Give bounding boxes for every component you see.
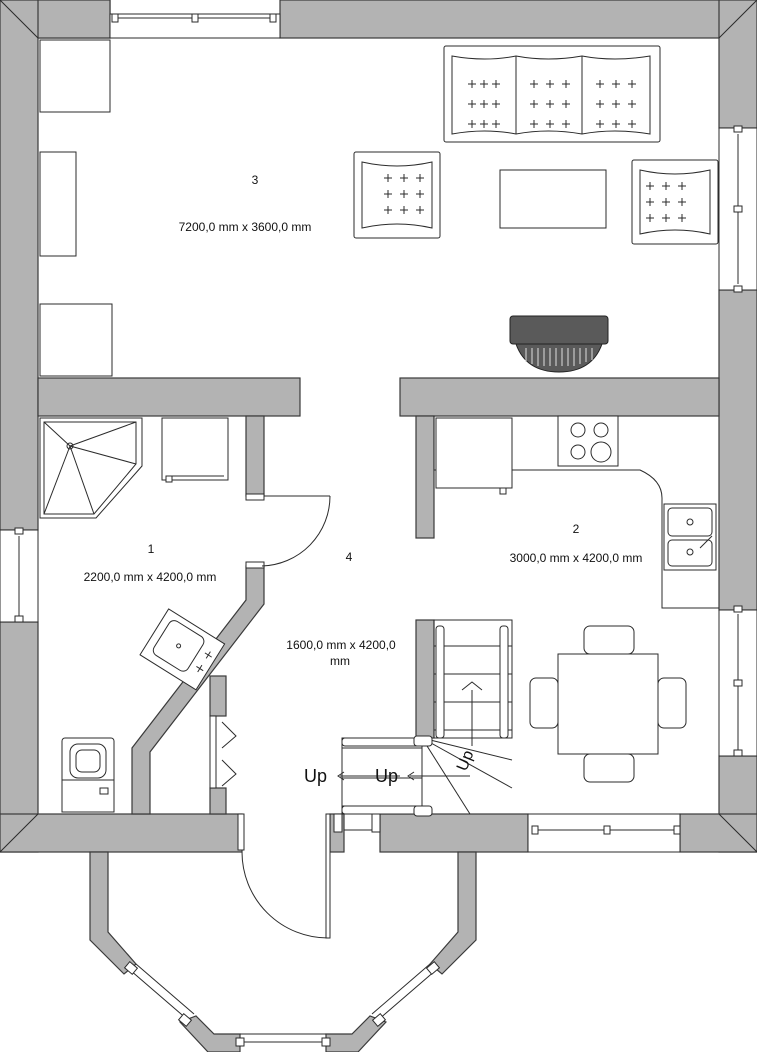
- chair-top: [583, 625, 635, 655]
- wall-mid-right: [399, 377, 720, 417]
- stair-handrail-left: [435, 625, 445, 739]
- armchair-left: [353, 151, 441, 239]
- toilet: [61, 737, 115, 813]
- cabinet-top-left: [39, 39, 111, 113]
- bench-left: [39, 151, 77, 257]
- coffee-table: [499, 169, 607, 229]
- bay-porch: [89, 851, 477, 1052]
- bath-sink: [139, 608, 226, 691]
- bath-door-swing: [261, 495, 331, 567]
- wall-bottom-left: [0, 813, 243, 853]
- wall-stair-left: [415, 619, 435, 739]
- wall-right-middle: [718, 289, 757, 611]
- bay-wall-right: [429, 851, 477, 975]
- stair-up-label-3: Up: [454, 748, 477, 773]
- cooktop: [557, 415, 619, 467]
- room-3-number: 3: [252, 173, 259, 187]
- chair-left: [529, 677, 559, 729]
- wall-small-jamb-lower: [209, 787, 227, 815]
- armchair-right: [631, 159, 719, 245]
- room-3-dimensions: 7200,0 mm x 3600,0 mm: [179, 220, 312, 234]
- wall-bath-diagonal: [131, 565, 265, 815]
- kitchen-fixtures: [433, 415, 719, 783]
- wall-small-jamb-upper: [209, 675, 227, 717]
- fridge: [435, 417, 513, 495]
- chair-bottom: [583, 753, 635, 783]
- room-labels: 3 7200,0 mm x 3600,0 mm 1 2200,0 mm x 42…: [84, 173, 643, 668]
- exterior-walls: [0, 0, 757, 853]
- room-4-dimensions-line2: mm: [330, 654, 350, 668]
- front-door-swing: [241, 851, 329, 939]
- doors: [209, 493, 381, 939]
- windows: [0, 13, 757, 853]
- sofa: [443, 45, 661, 143]
- shower-tray: [39, 417, 143, 519]
- wall-bath-upper: [245, 415, 265, 497]
- kitchen-counter: [433, 416, 719, 609]
- cabinet-bottom-left: [39, 303, 113, 377]
- bathroom-fixtures: [39, 417, 229, 813]
- room-1-dimensions: 2200,0 mm x 4200,0 mm: [84, 570, 217, 584]
- interior-walls: [37, 377, 720, 815]
- wall-top-right: [279, 0, 757, 39]
- fold-door-lower: [221, 759, 237, 787]
- chair-right: [657, 677, 687, 729]
- wall-left-upper: [0, 0, 39, 531]
- wall-mid-left: [37, 377, 301, 417]
- room-4-number: 4: [346, 550, 353, 564]
- wall-bottom-right: [679, 813, 757, 853]
- staircase: [337, 619, 513, 817]
- wall-kitchen-left: [415, 415, 435, 539]
- stove-fireplace: [509, 315, 609, 373]
- room-1-number: 1: [148, 542, 155, 556]
- bay-wall-left: [89, 851, 137, 975]
- room-4-dimensions-line1: 1600,0 mm x 4200,0: [286, 638, 396, 652]
- washing-machine: [161, 417, 229, 483]
- room-2-number: 2: [573, 522, 580, 536]
- living-room-furniture: [39, 39, 719, 377]
- kitchen-sink: [663, 503, 717, 571]
- room-2-dimensions: 3000,0 mm x 4200,0 mm: [510, 551, 643, 565]
- wall-bottom-middle: [379, 813, 529, 853]
- dining-table: [529, 625, 687, 783]
- wall-right-top: [718, 0, 757, 129]
- stair-labels: Up Up Up: [304, 748, 477, 786]
- fold-door-upper: [221, 721, 237, 749]
- stair-up-label-2: Up: [375, 766, 398, 786]
- front-door-leaf: [325, 813, 331, 939]
- stair-up-label-1: Up: [304, 766, 327, 786]
- stair-handrail-right: [499, 625, 509, 739]
